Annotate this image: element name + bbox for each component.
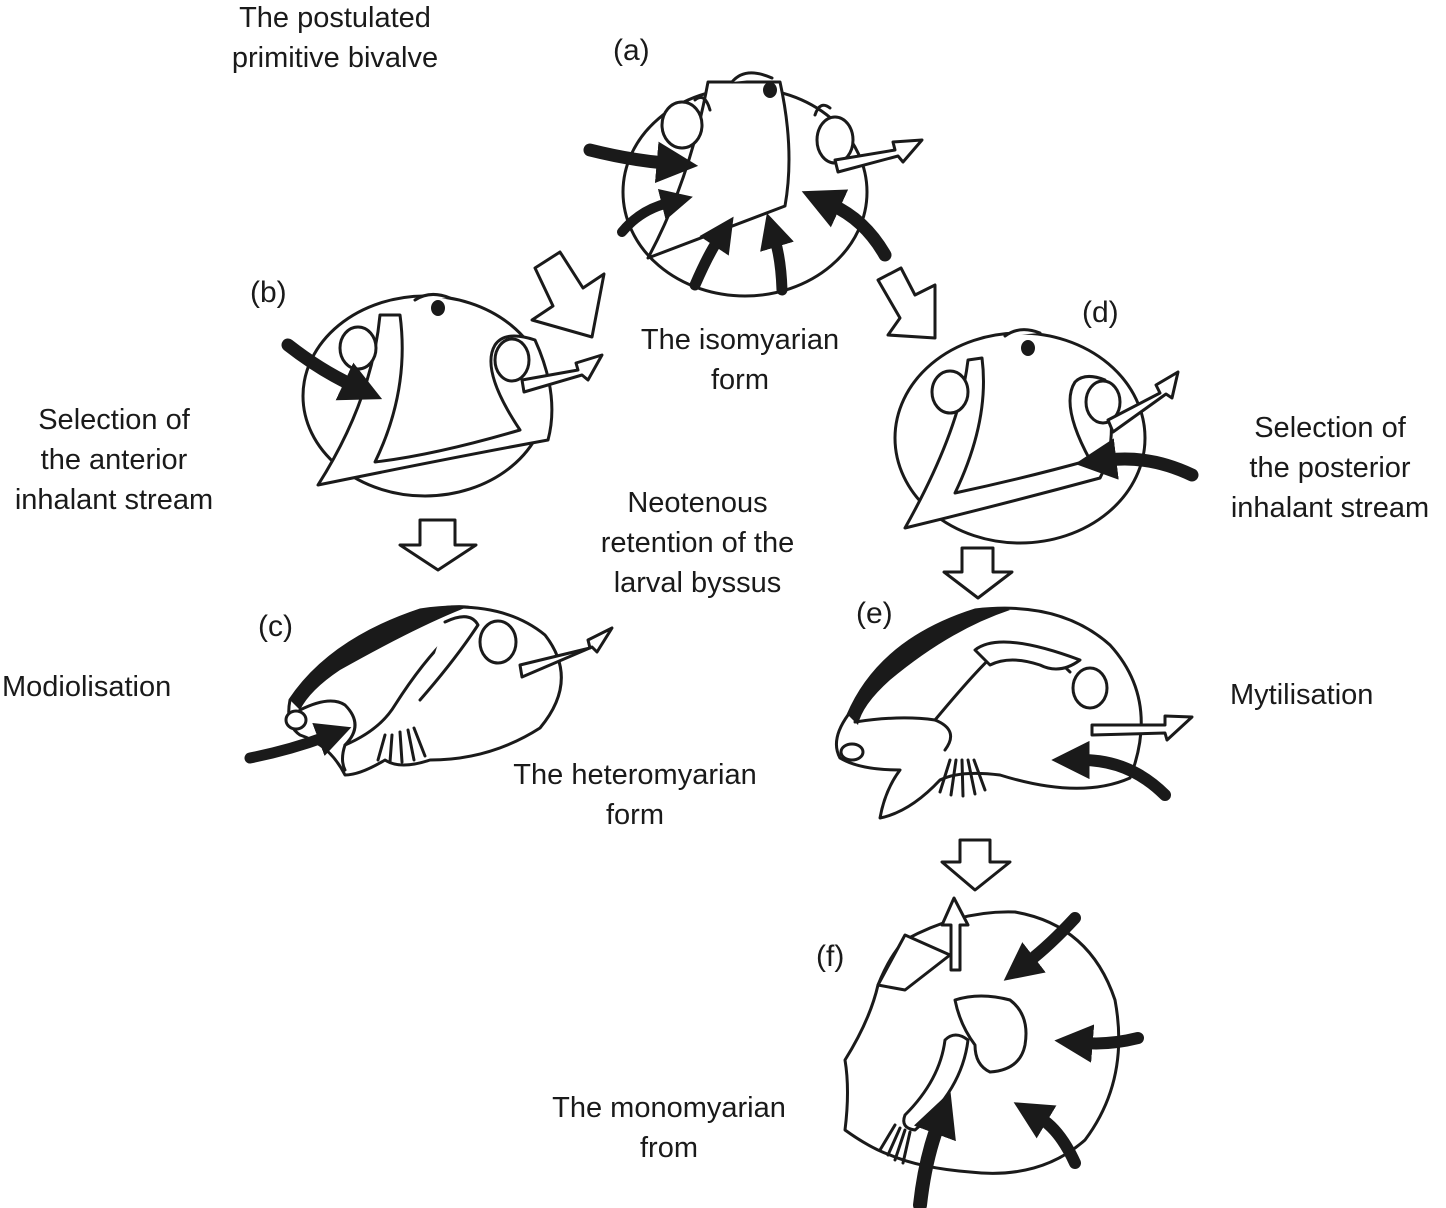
transition-arrow-a-b [530, 250, 606, 339]
stage-label-c: (c) [258, 610, 293, 643]
stage-label-e: (e) [856, 597, 893, 630]
bivalve-b [281, 293, 604, 498]
transition-arrow-b-c [398, 518, 478, 572]
stage-label-d: (d) [1082, 296, 1119, 329]
label-modiolisation: Modiolisation [2, 671, 172, 703]
stage-label-b: (b) [250, 276, 287, 309]
bivalve-f [843, 896, 1144, 1208]
stage-label-a: (a) [613, 34, 650, 67]
transition-arrow-e-f [940, 838, 1012, 892]
bivalve-c [244, 605, 614, 777]
label-mytilisation: Mytilisation [1230, 679, 1374, 711]
bivalve-a [583, 71, 924, 298]
bivalve-e [834, 606, 1194, 820]
stage-label-f: (f) [816, 940, 845, 973]
bivalve-d [893, 328, 1199, 545]
transition-arrow-a-d [876, 266, 937, 340]
transition-arrow-d-e [942, 546, 1014, 600]
